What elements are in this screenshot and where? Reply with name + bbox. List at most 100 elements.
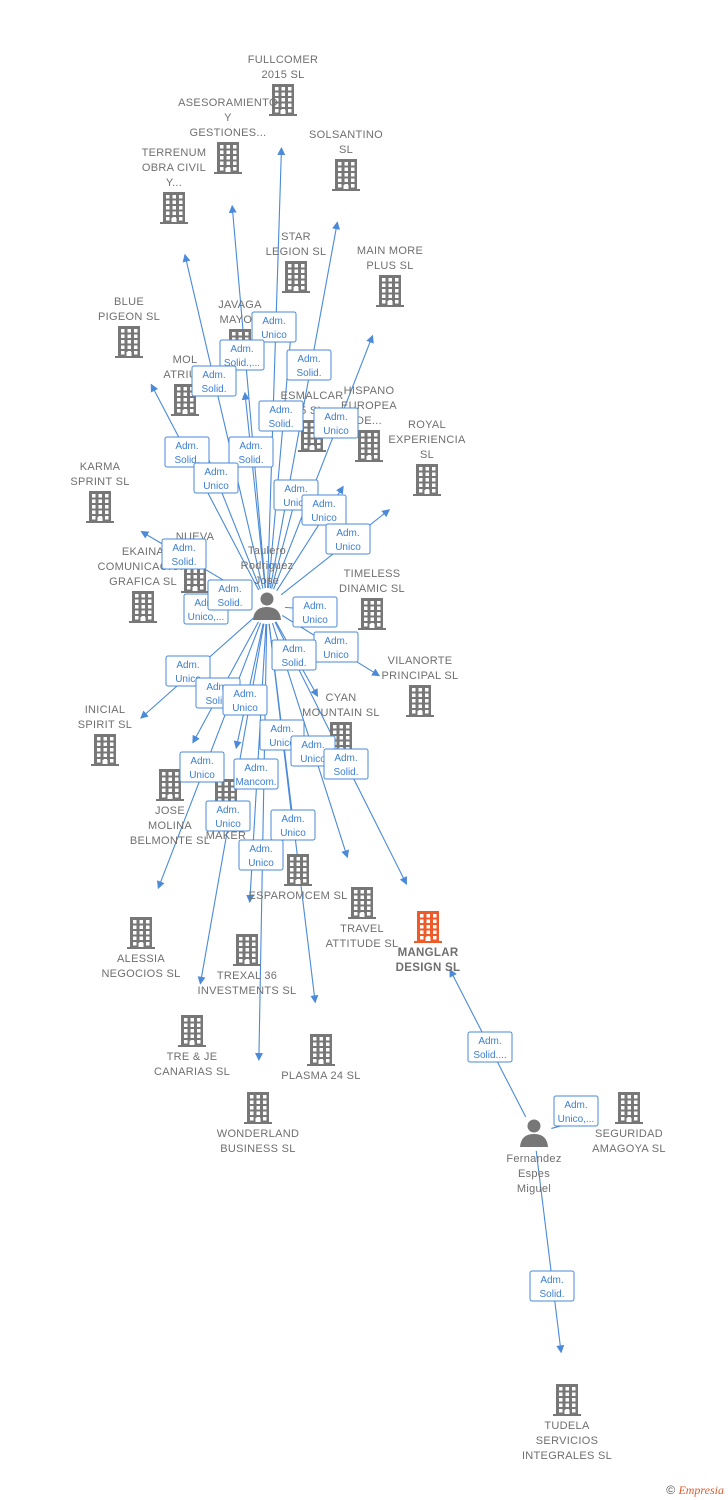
company-node[interactable]: HISPANOEUROPEADE... (341, 385, 397, 462)
relation-label[interactable]: Adm.Unico (313, 407, 359, 439)
node-label-line: SOLSANTINO (309, 129, 383, 141)
relation-label-line: Unico (323, 426, 349, 437)
relation-label-line: Adm. (269, 405, 292, 416)
relation-label-line: Solid. (174, 455, 199, 466)
relation-label[interactable]: Adm.Unico (179, 751, 225, 783)
relation-label[interactable]: Adm.Unico (270, 809, 316, 841)
relation-label-line: Adm. (564, 1100, 587, 1111)
building-icon (414, 911, 442, 943)
relation-label[interactable]: Adm.Solid. (323, 748, 369, 780)
brand-logo[interactable]: Empresia (678, 1483, 724, 1497)
relation-edge (535, 1150, 565, 1354)
company-node[interactable]: PLASMA 24 SL (281, 1034, 360, 1082)
relation-label-line: Adm. (233, 689, 256, 700)
building-icon (86, 491, 114, 523)
relation-label[interactable]: Adm.Solid. (529, 1270, 575, 1302)
node-label-line: INVESTMENTS SL (198, 985, 297, 997)
relation-label-line: Unico (323, 650, 349, 661)
node-label-line: GESTIONES... (190, 127, 267, 139)
relation-label[interactable]: Adm.Solid. (228, 436, 274, 468)
node-label-line: OBRA CIVIL (142, 162, 206, 174)
relation-label[interactable]: Adm.Unico (205, 800, 251, 832)
relation-label-line: Adm. (218, 584, 241, 595)
relation-label-line: Solid. (201, 384, 226, 395)
relation-label-line: Unico (232, 703, 258, 714)
relation-label-line: Adm. (249, 844, 272, 855)
relation-label[interactable]: Adm.Solid. (191, 365, 237, 397)
node-label-line: CANARIAS SL (154, 1066, 230, 1078)
node-label-line: Espes (518, 1168, 550, 1180)
relation-label[interactable]: Adm. Unico,... (553, 1095, 599, 1127)
relation-label[interactable]: Adm.Unico (301, 494, 347, 526)
node-label-line: NEGOCIOS SL (101, 968, 180, 980)
node-label-line: BUSINESS SL (220, 1143, 295, 1155)
relation-label[interactable]: Adm.Mancom. (233, 758, 279, 790)
node-label-line: PIGEON SL (98, 311, 160, 323)
relation-label[interactable]: Adm.Solid.,... (219, 339, 265, 371)
relation-label-line: Unico,... (558, 1114, 595, 1125)
node-label-line: CYAN (326, 692, 357, 704)
relation-label[interactable]: Adm.Unico (251, 311, 297, 343)
node-label-line: DESIGN SL (396, 962, 461, 974)
node-label-line: ESMALCAR (281, 390, 344, 402)
relation-label[interactable]: Adm.Solid. (286, 349, 332, 381)
relation-label-line: Solid.... (473, 1050, 506, 1061)
node-label-line: BLUE (114, 296, 144, 308)
company-node[interactable]: ASESORAMIENTOYGESTIONES... (178, 97, 278, 174)
building-icon (358, 598, 386, 630)
relation-label[interactable]: Adm.Solid. (164, 436, 210, 468)
relation-label-line: Adm. (303, 601, 326, 612)
relation-label-line: Unico (335, 542, 361, 553)
relation-label[interactable]: Adm.Unico (292, 596, 338, 628)
building-icon (171, 384, 199, 416)
node-label-line: HISPANO (344, 385, 395, 397)
relation-label[interactable]: Adm.Solid.... (467, 1031, 513, 1063)
company-node[interactable]: ESPAROMCEM SL (248, 854, 347, 902)
relation-label-line: Solid.,... (224, 358, 260, 369)
relation-label-line: Solid. (171, 557, 196, 568)
node-label-line: Miguel (517, 1183, 551, 1195)
relation-label-line: Unico (175, 674, 201, 685)
node-label-line: 2015 SL (261, 69, 304, 81)
company-node[interactable]: INICIAL SPIRIT SL (78, 704, 132, 766)
node-label-line: INTEGRALES SL (522, 1450, 612, 1462)
relation-label[interactable]: Adm.Unico (313, 631, 359, 663)
relation-label[interactable]: Adm.Solid. (271, 639, 317, 671)
node-label-line: EXPERIENCIA (388, 434, 466, 446)
relation-label[interactable]: Adm.Unico (193, 462, 239, 494)
relation-label[interactable]: Adm.Solid. (207, 579, 253, 611)
relation-label[interactable]: Adm.Solid. (258, 400, 304, 432)
copyright-symbol: © (666, 1483, 676, 1497)
relation-label[interactable]: Adm. Unico (222, 684, 268, 716)
relation-label[interactable]: Adm.Solid. (161, 538, 207, 570)
relation-label[interactable]: Adm.Unico (325, 523, 371, 555)
relation-label-line: Solid. (333, 767, 358, 778)
node-label-line: INICIAL (85, 704, 126, 716)
relation-label-line: Adm. (301, 740, 324, 751)
relation-label[interactable]: Adm.Unico (238, 839, 284, 871)
building-icon (332, 159, 360, 191)
company-node[interactable]: BLUE PIGEON SL (98, 296, 160, 358)
relation-label-line: Unico (215, 819, 241, 830)
node-label-line: SPIRIT SL (78, 719, 132, 731)
